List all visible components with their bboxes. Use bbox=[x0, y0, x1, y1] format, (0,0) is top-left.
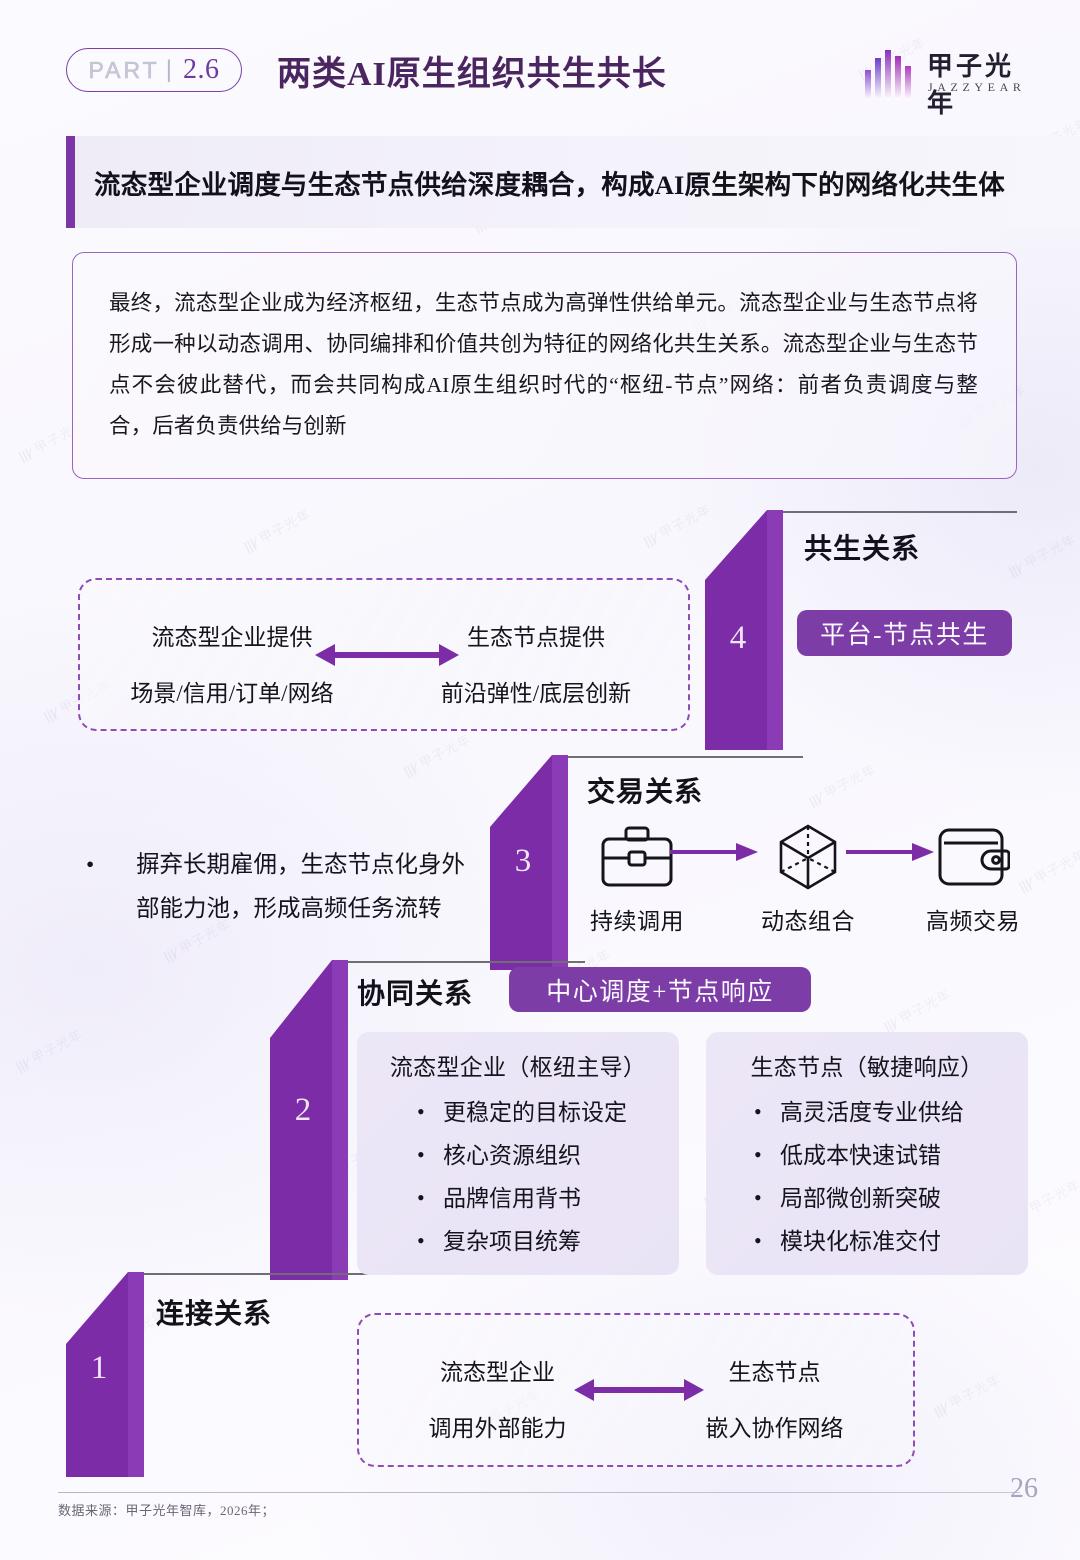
watermark: |||⁄ 甲子光年 bbox=[881, 986, 954, 1035]
step-riser-4: 4 bbox=[705, 510, 783, 750]
intro-card: 最终，流态型企业成为经济枢纽，生态节点成为高弹性供给单元。流态型企业与生态节点将… bbox=[72, 252, 1017, 479]
step1-left-bottom: 调用外部能力 bbox=[428, 1416, 567, 1441]
part-label: PART bbox=[88, 56, 160, 83]
part-number: 2.6 bbox=[182, 54, 220, 85]
wallet-icon bbox=[903, 818, 1043, 896]
step2-panel-right-list: 高灵活度专业供给 低成本快速试错 局部微创新突破 模块化标准交付 bbox=[754, 1090, 1028, 1263]
list-item: 核心资源组织 bbox=[417, 1133, 679, 1177]
section-subtitle-bar: 流态型企业调度与生态节点供给深度耦合，构成AI原生架构下的网络化共生体 bbox=[66, 136, 1080, 228]
part-separator: | bbox=[165, 56, 172, 83]
watermark: |||⁄ 甲子光年 bbox=[931, 1371, 1004, 1420]
step3-bullet-note: • 摒弃长期雇佣，生态节点化身外 部能力池，形成高频任务流转 bbox=[86, 843, 486, 931]
step-tread-4 bbox=[783, 511, 1017, 514]
list-item: 品牌信用背书 bbox=[417, 1176, 679, 1220]
bidirectional-arrow-icon bbox=[315, 642, 459, 673]
list-item: 低成本快速试错 bbox=[754, 1133, 1028, 1177]
intro-paragraph: 最终，流态型企业成为经济枢纽，生态节点成为高弹性供给单元。流态型企业与生态节点将… bbox=[109, 291, 978, 438]
bullet-dot: • bbox=[86, 852, 95, 878]
cube-icon bbox=[738, 818, 878, 896]
page-number: 26 bbox=[1010, 1473, 1038, 1504]
flow-arrow-1-icon bbox=[670, 843, 758, 866]
watermark: |||⁄ 甲子光年 bbox=[401, 731, 474, 780]
step1-left-top: 流态型企业 bbox=[440, 1360, 555, 1385]
logo-chinese-name: 甲子光年 bbox=[927, 52, 1015, 118]
step-title-1: 连接关系 bbox=[156, 1299, 273, 1330]
step-badge-2[interactable]: 中心调度+节点响应 bbox=[509, 967, 811, 1012]
list-item: 局部微创新突破 bbox=[754, 1176, 1028, 1220]
list-item: 模块化标准交付 bbox=[754, 1219, 1028, 1263]
bidirectional-arrow-icon bbox=[574, 1377, 704, 1408]
step4-relation-card: 流态型企业提供 生态节点提供 场景/信用/订单/网络 前沿弹性/底层创新 bbox=[78, 578, 690, 731]
step-badge-4[interactable]: 平台-节点共生 bbox=[797, 610, 1012, 656]
step-tread-3 bbox=[568, 756, 803, 759]
step1-right-top: 生态节点 bbox=[728, 1360, 821, 1385]
step-riser-1: 1 bbox=[66, 1272, 144, 1477]
step-title-4: 共生关系 bbox=[804, 534, 921, 565]
step2-panel-left-list: 更稳定的目标设定 核心资源组织 品牌信用背书 复杂项目统筹 bbox=[417, 1090, 679, 1263]
watermark: |||⁄ 甲子光年 bbox=[806, 761, 879, 810]
step1-right-bottom: 嵌入协作网络 bbox=[705, 1416, 844, 1441]
list-item: 复杂项目统筹 bbox=[417, 1219, 679, 1263]
flow-arrow-2-icon bbox=[846, 843, 934, 866]
flow-label-cube: 动态组合 bbox=[761, 909, 855, 934]
watermark: |||⁄ 甲子光年 bbox=[13, 1026, 86, 1075]
watermark: |||⁄ 甲子光年 bbox=[241, 506, 314, 555]
page-title: 两类AI原生组织共生共长 bbox=[277, 56, 667, 93]
list-item: 更稳定的目标设定 bbox=[417, 1090, 679, 1134]
flow-label-briefcase: 持续调用 bbox=[590, 909, 684, 934]
step2-panel-enterprise: 流态型企业（枢纽主导） 更稳定的目标设定 核心资源组织 品牌信用背书 复杂项目统… bbox=[357, 1032, 679, 1275]
page-header: PART | 2.6 两类AI原生组织共生共长 甲子光年 JAZZYEAR bbox=[0, 48, 1080, 118]
step-title-2: 协同关系 bbox=[357, 979, 474, 1010]
step2-panel-left-head: 流态型企业（枢纽主导） bbox=[389, 1055, 647, 1080]
briefcase-icon bbox=[567, 818, 707, 896]
footer-source: 数据来源：甲子光年智库，2026年； bbox=[58, 1503, 276, 1518]
step-tread-2 bbox=[348, 961, 585, 964]
subtitle-accent-bar bbox=[66, 136, 75, 228]
logo-bars-icon bbox=[865, 48, 917, 100]
watermark: |||⁄ 甲子光年 bbox=[641, 501, 714, 550]
step2-panel-right-head: 生态节点（敏捷响应） bbox=[750, 1055, 984, 1080]
step2-panel-node: 生态节点（敏捷响应） 高灵活度专业供给 低成本快速试错 局部微创新突破 模块化标… bbox=[706, 1032, 1028, 1275]
step4-right-top: 生态节点提供 bbox=[467, 625, 605, 650]
step1-relation-card: 流态型企业 生态节点 调用外部能力 嵌入协作网络 bbox=[357, 1313, 915, 1467]
step4-right-bottom: 前沿弹性/底层创新 bbox=[440, 681, 632, 706]
flow-item-briefcase: 持续调用 bbox=[567, 818, 707, 936]
step4-left-top: 流态型企业提供 bbox=[151, 625, 313, 650]
part-badge: PART | 2.6 bbox=[66, 48, 242, 92]
step-title-3: 交易关系 bbox=[587, 777, 704, 808]
step-riser-2: 2 bbox=[270, 960, 348, 1280]
step-tread-1 bbox=[144, 1273, 382, 1276]
watermark: |||⁄ 甲子光年 bbox=[1006, 531, 1079, 580]
brand-logo: 甲子光年 JAZZYEAR bbox=[865, 44, 1030, 118]
footer-divider bbox=[58, 1492, 1020, 1494]
step3-bullet-line2: 部能力池，形成高频任务流转 bbox=[136, 896, 442, 922]
logo-english-name: JAZZYEAR bbox=[928, 80, 1026, 94]
flow-item-cube: 动态组合 bbox=[738, 818, 878, 936]
flow-item-wallet: 高频交易 bbox=[903, 818, 1043, 936]
step-riser-3: 3 bbox=[490, 755, 568, 970]
section-subtitle: 流态型企业调度与生态节点供给深度耦合，构成AI原生架构下的网络化共生体 bbox=[94, 169, 1005, 200]
step4-left-bottom: 场景/信用/订单/网络 bbox=[130, 681, 334, 706]
list-item: 高灵活度专业供给 bbox=[754, 1090, 1028, 1134]
flow-label-wallet: 高频交易 bbox=[926, 909, 1020, 934]
step3-bullet-line1: 摒弃长期雇佣，生态节点化身外 bbox=[136, 852, 465, 878]
